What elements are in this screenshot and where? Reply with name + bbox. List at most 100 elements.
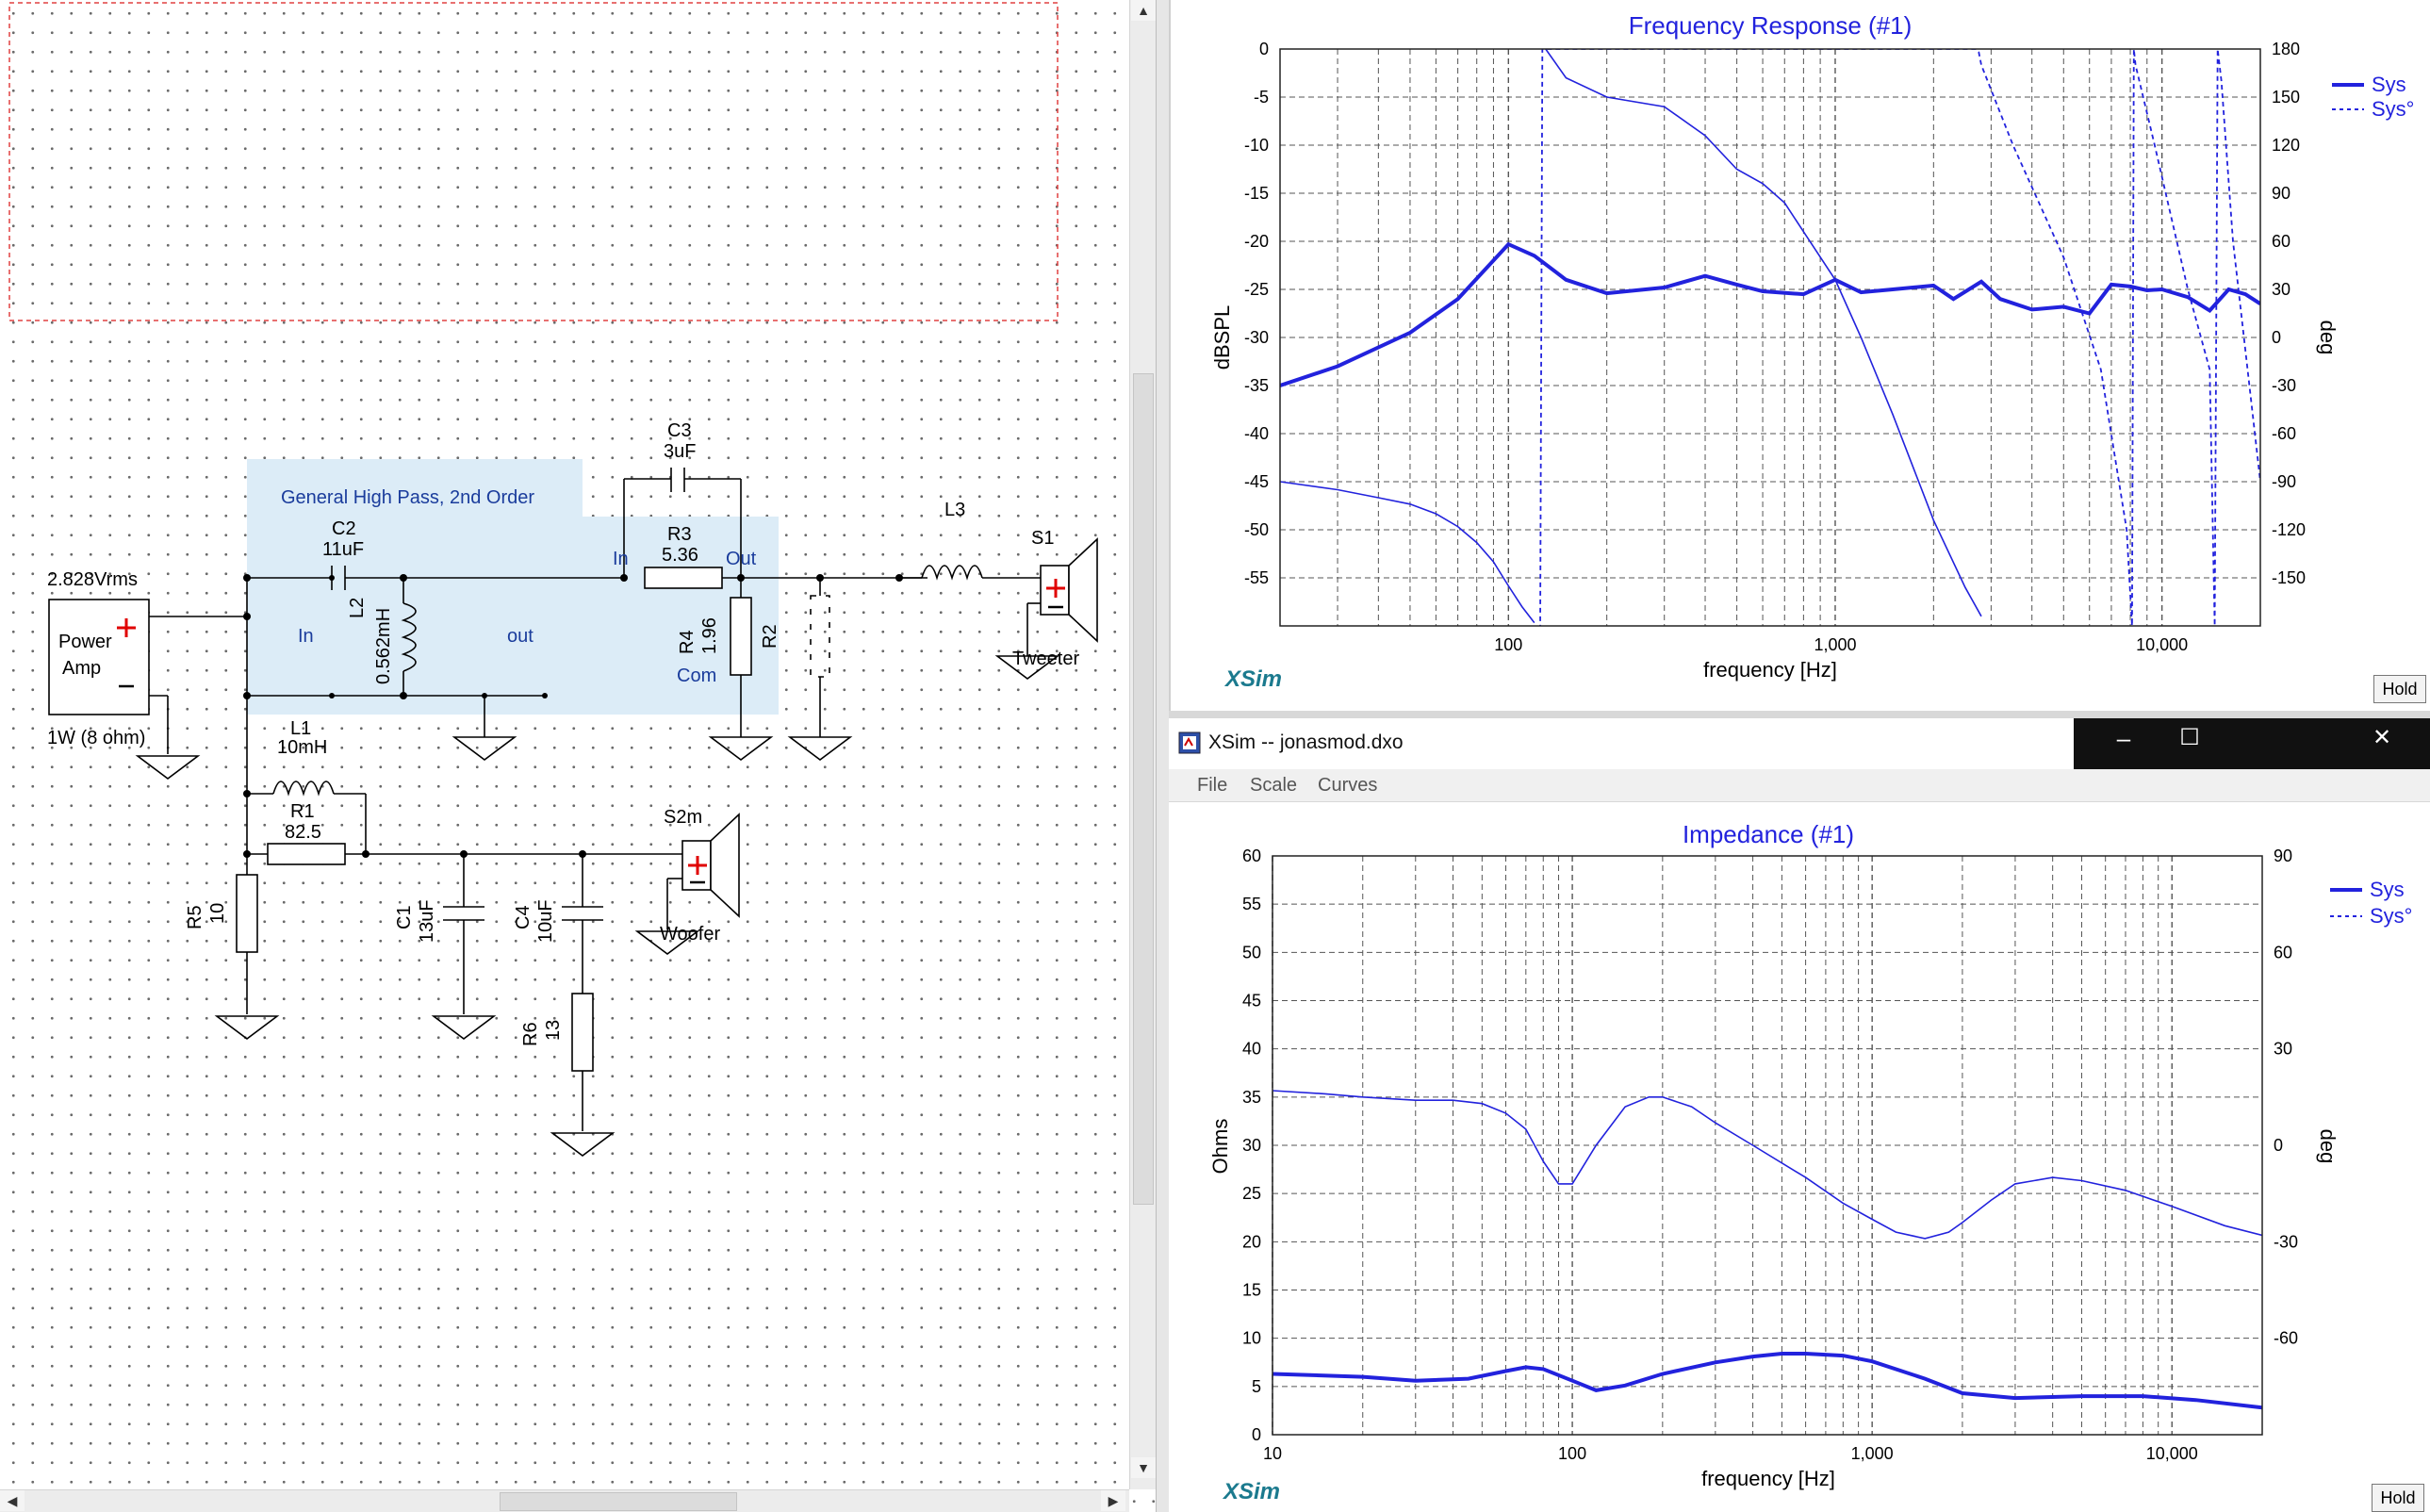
fr-y2tick-3: 90	[2272, 184, 2290, 203]
imp-ytick-5: 25	[1242, 1184, 1261, 1203]
imp-ytick-0: 0	[1252, 1425, 1261, 1444]
fr-xtick-0: 100	[1494, 635, 1522, 654]
imp-ytick-1: 5	[1252, 1377, 1261, 1396]
fr-hold-button[interactable]: Hold	[2373, 675, 2426, 703]
imp-y2tick-1: 60	[2274, 943, 2292, 961]
pane-splitter[interactable]	[1156, 0, 1170, 1512]
scroll-right-arrow-icon[interactable]: ▶	[1101, 1490, 1125, 1511]
l1-name: L1	[290, 718, 312, 739]
group-block-highpass[interactable]	[247, 459, 779, 715]
c2-value: 11uF	[322, 539, 365, 560]
fr-y2tick-8: -60	[2272, 424, 2296, 443]
imp-ytick-9: 45	[1242, 992, 1261, 1011]
r2-name: R2	[760, 624, 780, 649]
fr-xtick-2: 10,000	[2136, 635, 2188, 654]
imp-series-0	[1272, 1352, 2262, 1410]
s1-name: S1	[1031, 528, 1055, 549]
imp-ytick-6: 30	[1242, 1136, 1261, 1155]
r4-value: 1.96	[699, 617, 720, 654]
fr-ytick-9: -45	[1244, 472, 1269, 491]
fr-xlabel: frequency [Hz]	[1703, 658, 1837, 682]
imp-ytick-12: 60	[1242, 846, 1261, 865]
c4-value: 10uF	[535, 899, 556, 943]
impedance-window: XSim -- jonasmod.dxo – ☐ ✕ File Scale Cu…	[1169, 718, 2430, 1512]
l1-value: 10mH	[277, 737, 328, 758]
imp-y2tick-2: 30	[2274, 1040, 2292, 1059]
fr-xtick-1: 1,000	[1814, 635, 1856, 654]
imp-xlabel: frequency [Hz]	[1701, 1467, 1835, 1490]
fr-series-3	[1539, 49, 2260, 626]
frequency-response-chart: 0-5-10-15-20-25-30-35-40-45-50-551801501…	[1210, 11, 2414, 692]
window-controls: – ☐ ✕	[2074, 718, 2430, 769]
maximize-icon[interactable]: ☐	[2179, 725, 2200, 750]
fr-legend-sysdeg: Sys°	[2372, 97, 2414, 121]
fr-ylabel-right: deg	[2316, 320, 2340, 355]
close-icon[interactable]: ✕	[2372, 725, 2392, 750]
fr-watermark: XSim	[1223, 666, 1282, 692]
imp-xtick-2: 1,000	[1851, 1444, 1894, 1463]
r1-name: R1	[290, 801, 315, 822]
group-port-in-right: In	[613, 549, 629, 569]
scroll-down-arrow-icon[interactable]: ▼	[1131, 1457, 1156, 1478]
menu-file[interactable]: File	[1197, 775, 1228, 796]
imp-ytick-2: 10	[1242, 1329, 1261, 1348]
imp-ytick-10: 50	[1242, 943, 1261, 961]
horizontal-scroll-thumb[interactable]	[500, 1492, 737, 1511]
r4-name: R4	[677, 630, 698, 654]
minimize-icon[interactable]: –	[2116, 724, 2131, 752]
c3-name: C3	[667, 420, 692, 441]
l3-name: L3	[944, 500, 966, 520]
scroll-up-arrow-icon[interactable]: ▲	[1131, 0, 1156, 21]
power-amp-label-line2: Amp	[62, 658, 102, 679]
schematic-canvas[interactable]: 2.828Vrms Power Amp 1W (8 ohm) General H…	[0, 0, 1169, 1512]
fr-y2tick-6: 0	[2272, 328, 2281, 347]
r3-value: 5.36	[662, 545, 698, 566]
r1-value: 82.5	[285, 822, 321, 843]
imp-ytick-4: 20	[1242, 1232, 1261, 1251]
r6-value: 13	[543, 1019, 564, 1041]
power-amp-symbol[interactable]	[48, 599, 150, 715]
imp-hold-button[interactable]: Hold	[2372, 1484, 2424, 1512]
menu-curves[interactable]: Curves	[1318, 775, 1378, 796]
imp-ylabel-right: deg	[2316, 1129, 2340, 1164]
imp-ytick-7: 35	[1242, 1088, 1261, 1107]
tweeter-label: Tweeter	[1012, 649, 1080, 669]
imp-y2tick-0: 90	[2274, 846, 2292, 865]
fr-y2tick-7: -30	[2272, 376, 2296, 395]
vertical-scroll-thumb[interactable]	[1133, 373, 1154, 1205]
fr-ytick-1: -5	[1254, 88, 1269, 107]
vertical-scrollbar[interactable]: ▲ ▼	[1129, 0, 1157, 1489]
imp-watermark: XSim	[1222, 1479, 1280, 1504]
fr-y2tick-9: -90	[2272, 472, 2296, 491]
l2-value: 0.562mH	[373, 607, 394, 684]
r6-name: R6	[520, 1022, 541, 1046]
fr-series-0	[1280, 241, 2260, 387]
group-port-in-left: In	[298, 626, 314, 647]
fr-y2tick-11: -150	[2272, 568, 2306, 587]
fr-y2tick-1: 150	[2272, 88, 2300, 107]
horizontal-scrollbar[interactable]: ◀ ▶	[0, 1489, 1129, 1512]
menu-scale[interactable]: Scale	[1250, 775, 1298, 796]
c1-name: C1	[394, 905, 415, 929]
fr-ytick-2: -10	[1244, 136, 1269, 155]
fr-ytick-0: 0	[1259, 40, 1269, 58]
imp-y2tick-3: 0	[2274, 1136, 2283, 1155]
fr-ytick-5: -25	[1244, 280, 1269, 299]
fr-series-1	[1280, 481, 1535, 624]
l2-name: L2	[347, 597, 368, 618]
selection-rectangle	[8, 2, 1059, 321]
s2m-name: S2m	[664, 807, 703, 828]
fr-y2tick-10: -120	[2272, 520, 2306, 539]
group-title: General High Pass, 2nd Order	[281, 487, 535, 508]
fr-legend-sys: Sys	[2372, 73, 2406, 96]
scroll-left-arrow-icon[interactable]: ◀	[0, 1490, 25, 1511]
fr-ytick-7: -35	[1244, 376, 1269, 395]
r3-name: R3	[667, 524, 692, 545]
fr-ytick-11: -55	[1244, 568, 1269, 587]
c3-value: 3uF	[664, 441, 697, 462]
source-voltage-label: 2.828Vrms	[47, 569, 138, 590]
group-port-out-right: out	[507, 626, 534, 647]
c1-value: 13uF	[417, 899, 437, 943]
c4-name: C4	[513, 905, 534, 929]
